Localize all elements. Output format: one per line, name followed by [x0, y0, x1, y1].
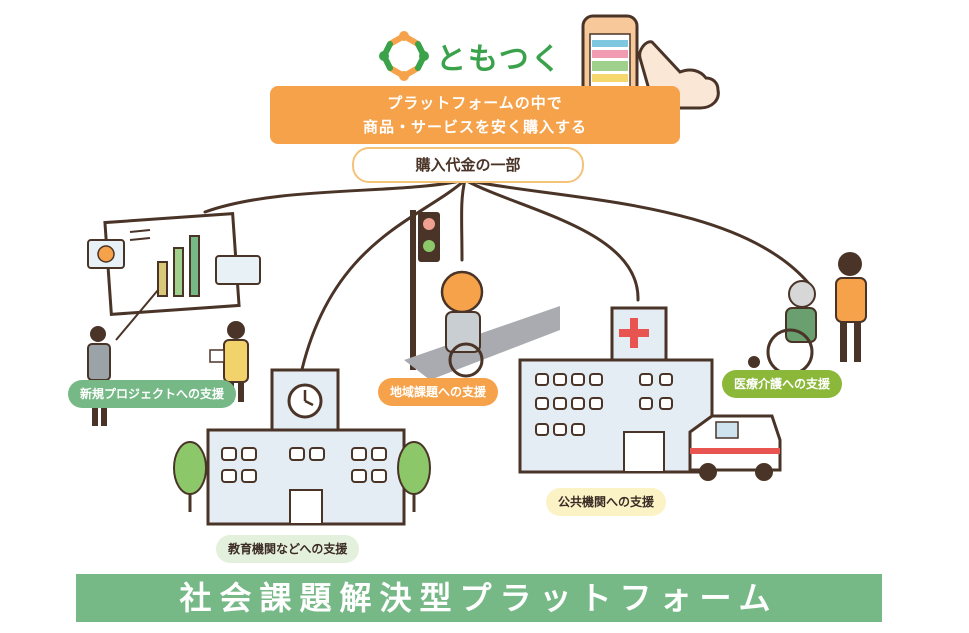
line-to-public [463, 178, 640, 302]
label-regional-support: 地域課題への支援 [378, 378, 499, 406]
line-to-education [298, 178, 467, 380]
tomotsuku-logo-icon [379, 31, 429, 81]
brand-logo: ともつく [378, 30, 563, 82]
label-education-support: 教育機関などへの支援 [216, 535, 360, 563]
cyclist-illustration [440, 270, 484, 378]
hub-label: 購入代金の一部 [352, 147, 584, 183]
label-medical-support: 医療介護への支援 [722, 370, 843, 398]
brand-name: ともつく [436, 42, 563, 77]
label-public-support: 公共機関への支援 [546, 488, 667, 516]
traffic-signal-illustration [410, 210, 440, 370]
platform-title: 社会課題解決型プラットフォーム [76, 574, 882, 622]
caregiver-wheelchair-illustration [748, 252, 867, 376]
line-to-project [203, 178, 467, 214]
line-to-medical [463, 178, 812, 287]
banner-line-1: プラットフォームの中で [387, 94, 563, 112]
ambulance-illustration [688, 414, 782, 481]
road-illustration [404, 306, 560, 380]
label-new-project-support: 新規プロジェクトへの支援 [68, 380, 237, 408]
presentation-board-illustration [87, 212, 261, 316]
hospital-building-illustration [518, 306, 714, 474]
banner-line-2: 商品・サービスを安く購入する [362, 118, 587, 136]
school-building-illustration [173, 368, 431, 526]
connection-lines [203, 178, 812, 380]
purchase-banner: プラットフォームの中で 商品・サービスを安く購入する [270, 86, 680, 144]
line-to-regional [460, 178, 467, 262]
